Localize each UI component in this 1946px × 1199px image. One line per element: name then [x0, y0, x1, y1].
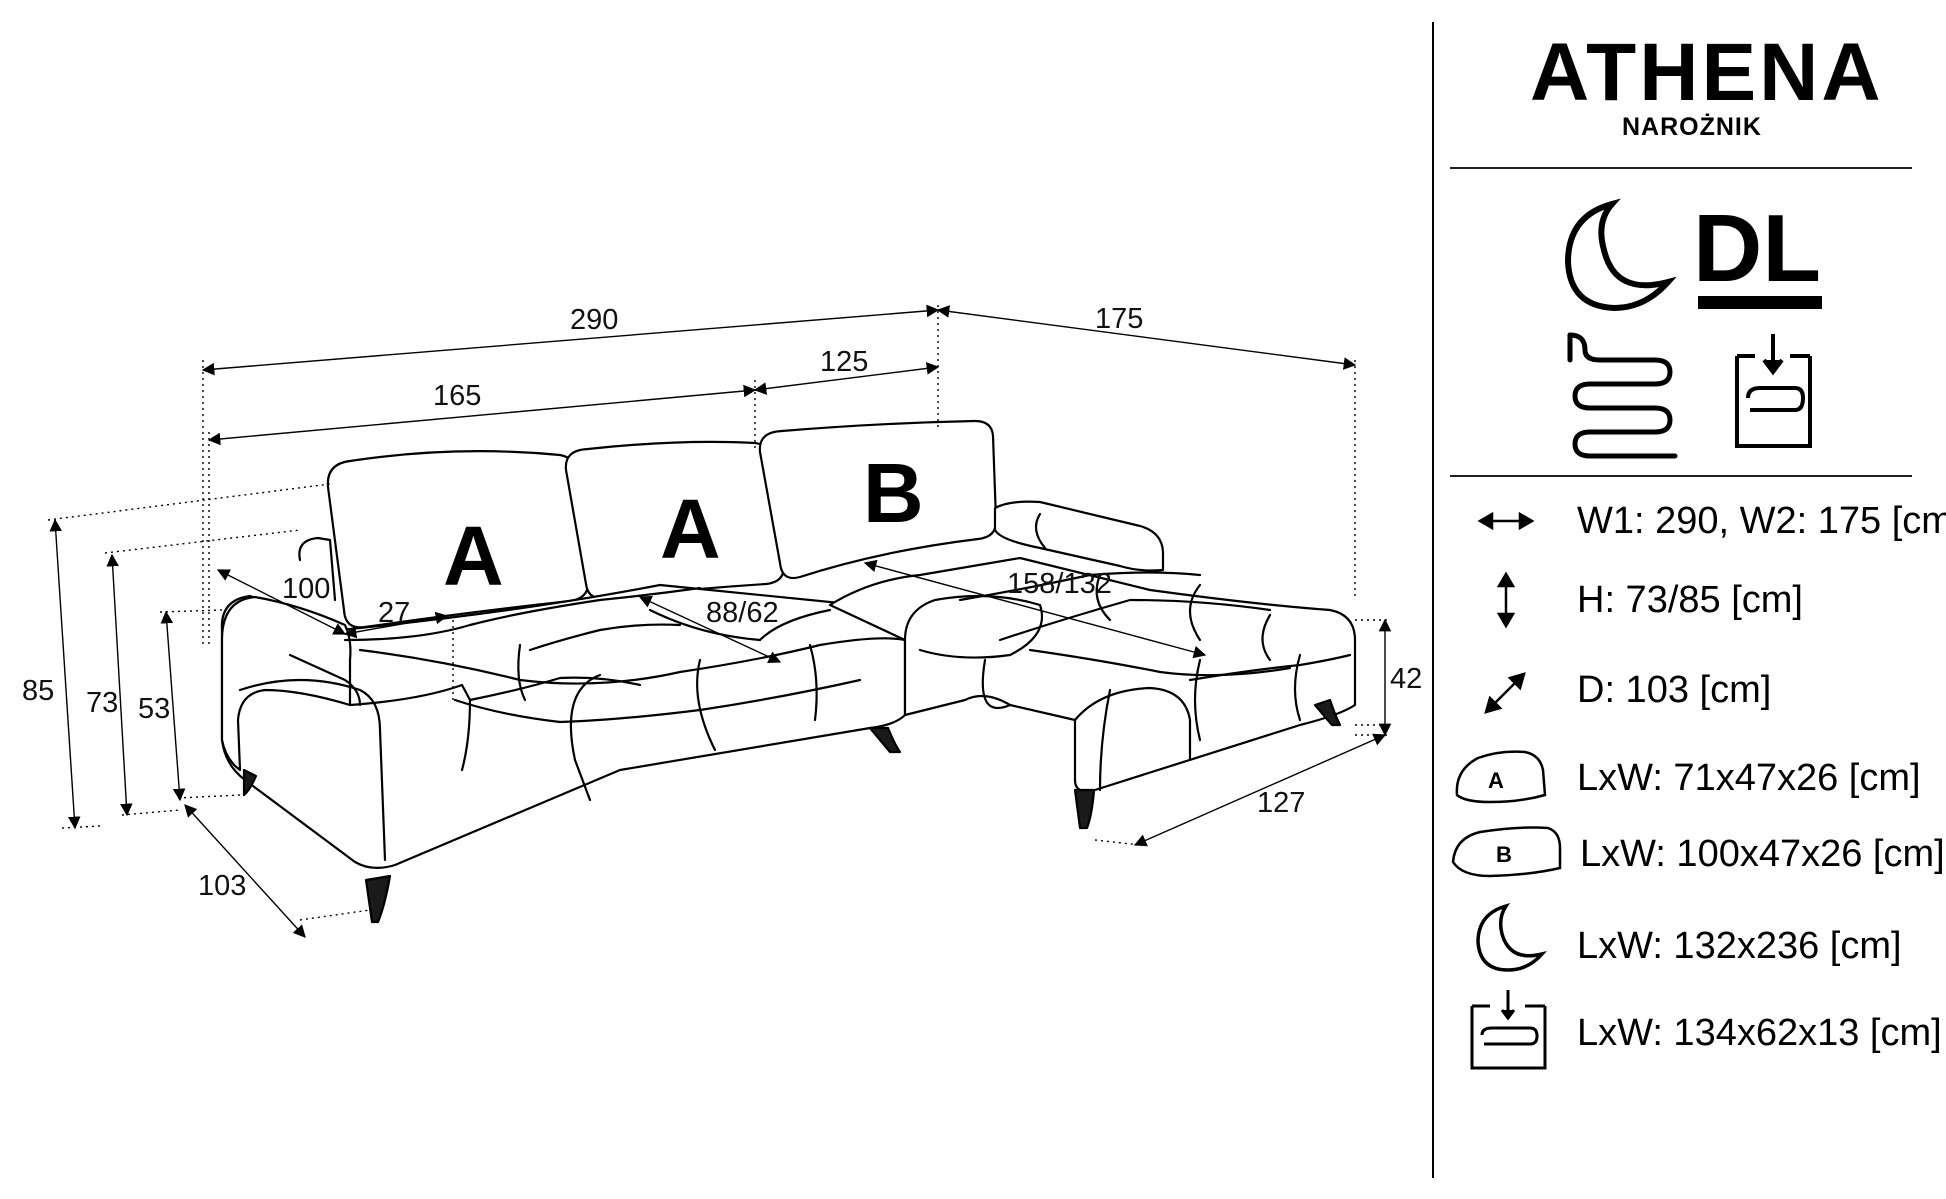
cushion-label-a-middle: A [660, 482, 721, 576]
dim-chaise-back-width: 125 [820, 346, 868, 378]
cushion-b-icon: B [1451, 826, 1562, 878]
cushion-label-b: B [863, 446, 924, 540]
spec-cushion-b: LxW: 100x47x26 [cm] [1580, 833, 1945, 875]
moon-icon-small [1476, 903, 1547, 972]
dim-armrest-depth: 100 [282, 573, 330, 605]
dim-armrest-width: 27 [378, 597, 410, 629]
leg-chaise-front [1073, 788, 1096, 830]
spec-list: W1: 290, W2: 175 [cm] H: 73/85 [cm] D: 1… [1451, 500, 1946, 1070]
variant-underline [1698, 296, 1822, 309]
dim-chaise-height: 42 [1390, 663, 1422, 695]
depth-arrows-icon [1484, 672, 1526, 714]
dimension-lines [47, 304, 1392, 938]
spec-width: W1: 290, W2: 175 [cm] [1577, 500, 1946, 542]
product-subtitle: NAROŻNIK [1622, 113, 1762, 141]
leg-middle [868, 726, 902, 754]
storage-box-icon [1735, 334, 1812, 448]
spec-storage: LxW: 134x62x13 [cm] [1577, 1012, 1942, 1054]
cushion-letters: A A B [443, 446, 924, 603]
moon-icon [1564, 198, 1677, 312]
cushion-a-icon: A [1455, 750, 1547, 804]
dim-back-width: 165 [433, 380, 481, 412]
svg-text:B: B [1496, 842, 1512, 867]
dim-seat-height: 53 [138, 693, 170, 725]
dim-height-min: 73 [86, 687, 118, 719]
width-arrows-icon [1477, 511, 1535, 531]
dim-chaise-width: 127 [1257, 787, 1305, 819]
dimension-labels: 290 175 165 125 100 27 88/62 158/132 85 … [22, 303, 1422, 902]
svg-text:A: A [1488, 768, 1504, 793]
product-title: ATHENA [1530, 27, 1884, 118]
storage-box-icon-small [1470, 990, 1547, 1070]
spring-icon [1567, 332, 1678, 459]
sofa-drawing [220, 419, 1357, 924]
dim-depth: 103 [198, 870, 246, 902]
variant-label: DL [1693, 195, 1821, 302]
dim-height-max: 85 [22, 675, 54, 707]
dim-seat-depth: 88/62 [706, 597, 779, 629]
spec-sleeping-area: LxW: 132x236 [cm] [1577, 925, 1902, 967]
dim-chaise-depth: 175 [1095, 303, 1143, 335]
leg-left-back [242, 768, 258, 797]
leg-chaise-back [1313, 698, 1342, 727]
dim-chaise-length: 158/132 [1007, 568, 1112, 600]
dim-total-width: 290 [570, 304, 618, 336]
spec-height: H: 73/85 [cm] [1577, 579, 1803, 621]
cushion-label-a-left: A [443, 509, 504, 603]
spec-depth: D: 103 [cm] [1577, 669, 1771, 711]
spec-cushion-a: LxW: 71x47x26 [cm] [1577, 757, 1921, 799]
height-arrows-icon [1496, 571, 1516, 629]
leg-left-front [364, 874, 392, 924]
